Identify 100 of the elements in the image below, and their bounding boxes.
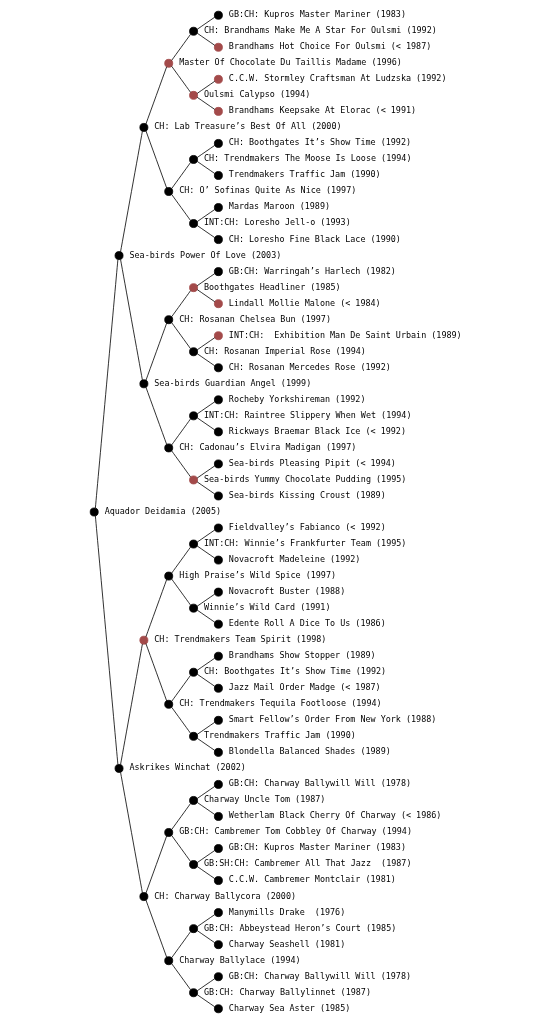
node-circle (163, 315, 173, 325)
connector (196, 32, 215, 46)
connector (196, 802, 215, 815)
connector (170, 290, 191, 318)
connector (170, 835, 191, 862)
connector (196, 914, 215, 928)
node-label: INT:CH: Raintree Slippery When Wet (1994) (203, 409, 411, 420)
connector (196, 786, 215, 799)
node-label: Sea-birds Pleasing Pipit (< 1994) (228, 457, 396, 468)
connector (196, 273, 215, 287)
node-circle (188, 603, 198, 613)
connector (196, 225, 215, 238)
connector (119, 771, 143, 894)
node-label: INT:CH: Exhibition Man De Saint Urbain (1989) (228, 329, 462, 340)
connector (196, 209, 215, 222)
node-label: Blondella Balanced Shades (1989) (228, 746, 391, 757)
node-circle (213, 267, 223, 277)
node-label: Wetherlam Black Cherry Of Charway (< 1986) (228, 810, 441, 821)
node-label: Rocheby Yorkshireman (1992) (228, 393, 365, 404)
node-circle (213, 203, 223, 212)
connector (170, 33, 191, 61)
node-label: CH: Rosanan Chelsea Bun (1997) (178, 313, 331, 324)
node-circle (188, 539, 198, 549)
connector (94, 259, 118, 509)
connector (196, 353, 215, 367)
connector (196, 930, 215, 944)
node-label: Novacroft Madeleine (1992) (228, 554, 360, 564)
connector (196, 465, 215, 479)
node-label: GB:CH: Charway Ballywill Will (1978) (228, 778, 411, 789)
connector (196, 673, 215, 687)
connector (196, 96, 215, 110)
connector (196, 609, 215, 623)
node-label: Trendmakers Traffic Jam (1990) (228, 169, 381, 180)
node-circle (188, 347, 198, 357)
node-label: Jazz Mail Order Madge (< 1987) (228, 682, 381, 693)
node-circle (163, 571, 173, 581)
node-circle (213, 876, 223, 885)
node-label: CH: Loresho Fine Black Lace (1990) (228, 233, 401, 244)
node-label: Edente Roll A Dice To Us (1986) (228, 618, 386, 629)
node-circle (89, 507, 99, 517)
node-label: Winnie’s Wild Card (1991) (203, 602, 331, 613)
node-circle (213, 10, 223, 20)
node-label: Sea-birds Kissing Croust (1989) (228, 489, 386, 500)
node-circle (213, 235, 223, 244)
node-circle (114, 251, 123, 260)
node-circle (213, 812, 223, 821)
node-label: Oulsmi Calypso (1994) (203, 89, 310, 100)
node-label: C.C.W. Cambremer Montclair (1981) (228, 874, 396, 885)
connector (196, 80, 215, 94)
node-label: Mardas Maroon (1989) (228, 201, 330, 212)
connector (196, 657, 215, 671)
connector (196, 737, 215, 751)
node-circle (213, 331, 223, 341)
node-label: Sea-birds Power Of Love (2003) (128, 249, 281, 260)
connector (170, 706, 191, 734)
connector (170, 674, 191, 702)
connector (196, 16, 215, 30)
connector (170, 162, 191, 189)
connector (170, 578, 191, 606)
connector (145, 835, 167, 894)
node-circle (213, 683, 223, 693)
connector (196, 481, 215, 495)
connector (170, 194, 191, 221)
node-circle (188, 475, 198, 485)
connector (196, 978, 215, 992)
connector (196, 866, 215, 879)
node-label: Manymills Drake (1976) (228, 906, 345, 917)
node-circle (213, 42, 223, 52)
node-circle (188, 155, 198, 164)
connector (196, 337, 215, 351)
node-circle (114, 764, 123, 773)
node-label: Trendmakers Traffic Jam (1990) (203, 730, 356, 741)
node-circle (188, 26, 198, 36)
node-circle (163, 443, 173, 453)
node-label: GB:CH: Charway Ballywill Will (1978) (228, 970, 411, 981)
node-label: CH: Trendmakers The Moose Is Loose (1994) (203, 153, 411, 164)
node-circle (213, 74, 223, 84)
connector (145, 130, 167, 189)
connector (196, 593, 215, 607)
node-circle (139, 379, 148, 389)
connector (170, 963, 191, 991)
node-label: CH: Lab Treasure’s Best Of All (2000) (153, 121, 342, 132)
node-circle (213, 491, 223, 501)
node-circle (163, 187, 173, 196)
node-label: Brandhams Keepsake At Elorac (< 1991) (228, 105, 416, 116)
node-circle (139, 123, 148, 132)
node-circle (213, 523, 223, 533)
node-label: CH: Rosanan Mercedes Rose (1992) (228, 361, 391, 372)
node-label: Fieldvalley’s Fabianco (< 1992) (228, 521, 386, 532)
connector (145, 322, 167, 381)
node-label: CH: Boothgates It’s Show Time (1992) (203, 666, 386, 677)
node-circle (213, 139, 223, 148)
connector (170, 418, 191, 446)
connector (170, 546, 191, 574)
connector (196, 529, 215, 543)
connector (145, 66, 167, 125)
node-label: C.C.W. Stormley Craftsman At Ludzska (1992) (228, 73, 446, 84)
node-label: GB:CH: Cambremer Tom Cobbley Of Charway (1994) (178, 826, 412, 837)
connector (196, 289, 215, 303)
node-label: Rickways Braemar Black Ice (< 1992) (228, 425, 406, 436)
